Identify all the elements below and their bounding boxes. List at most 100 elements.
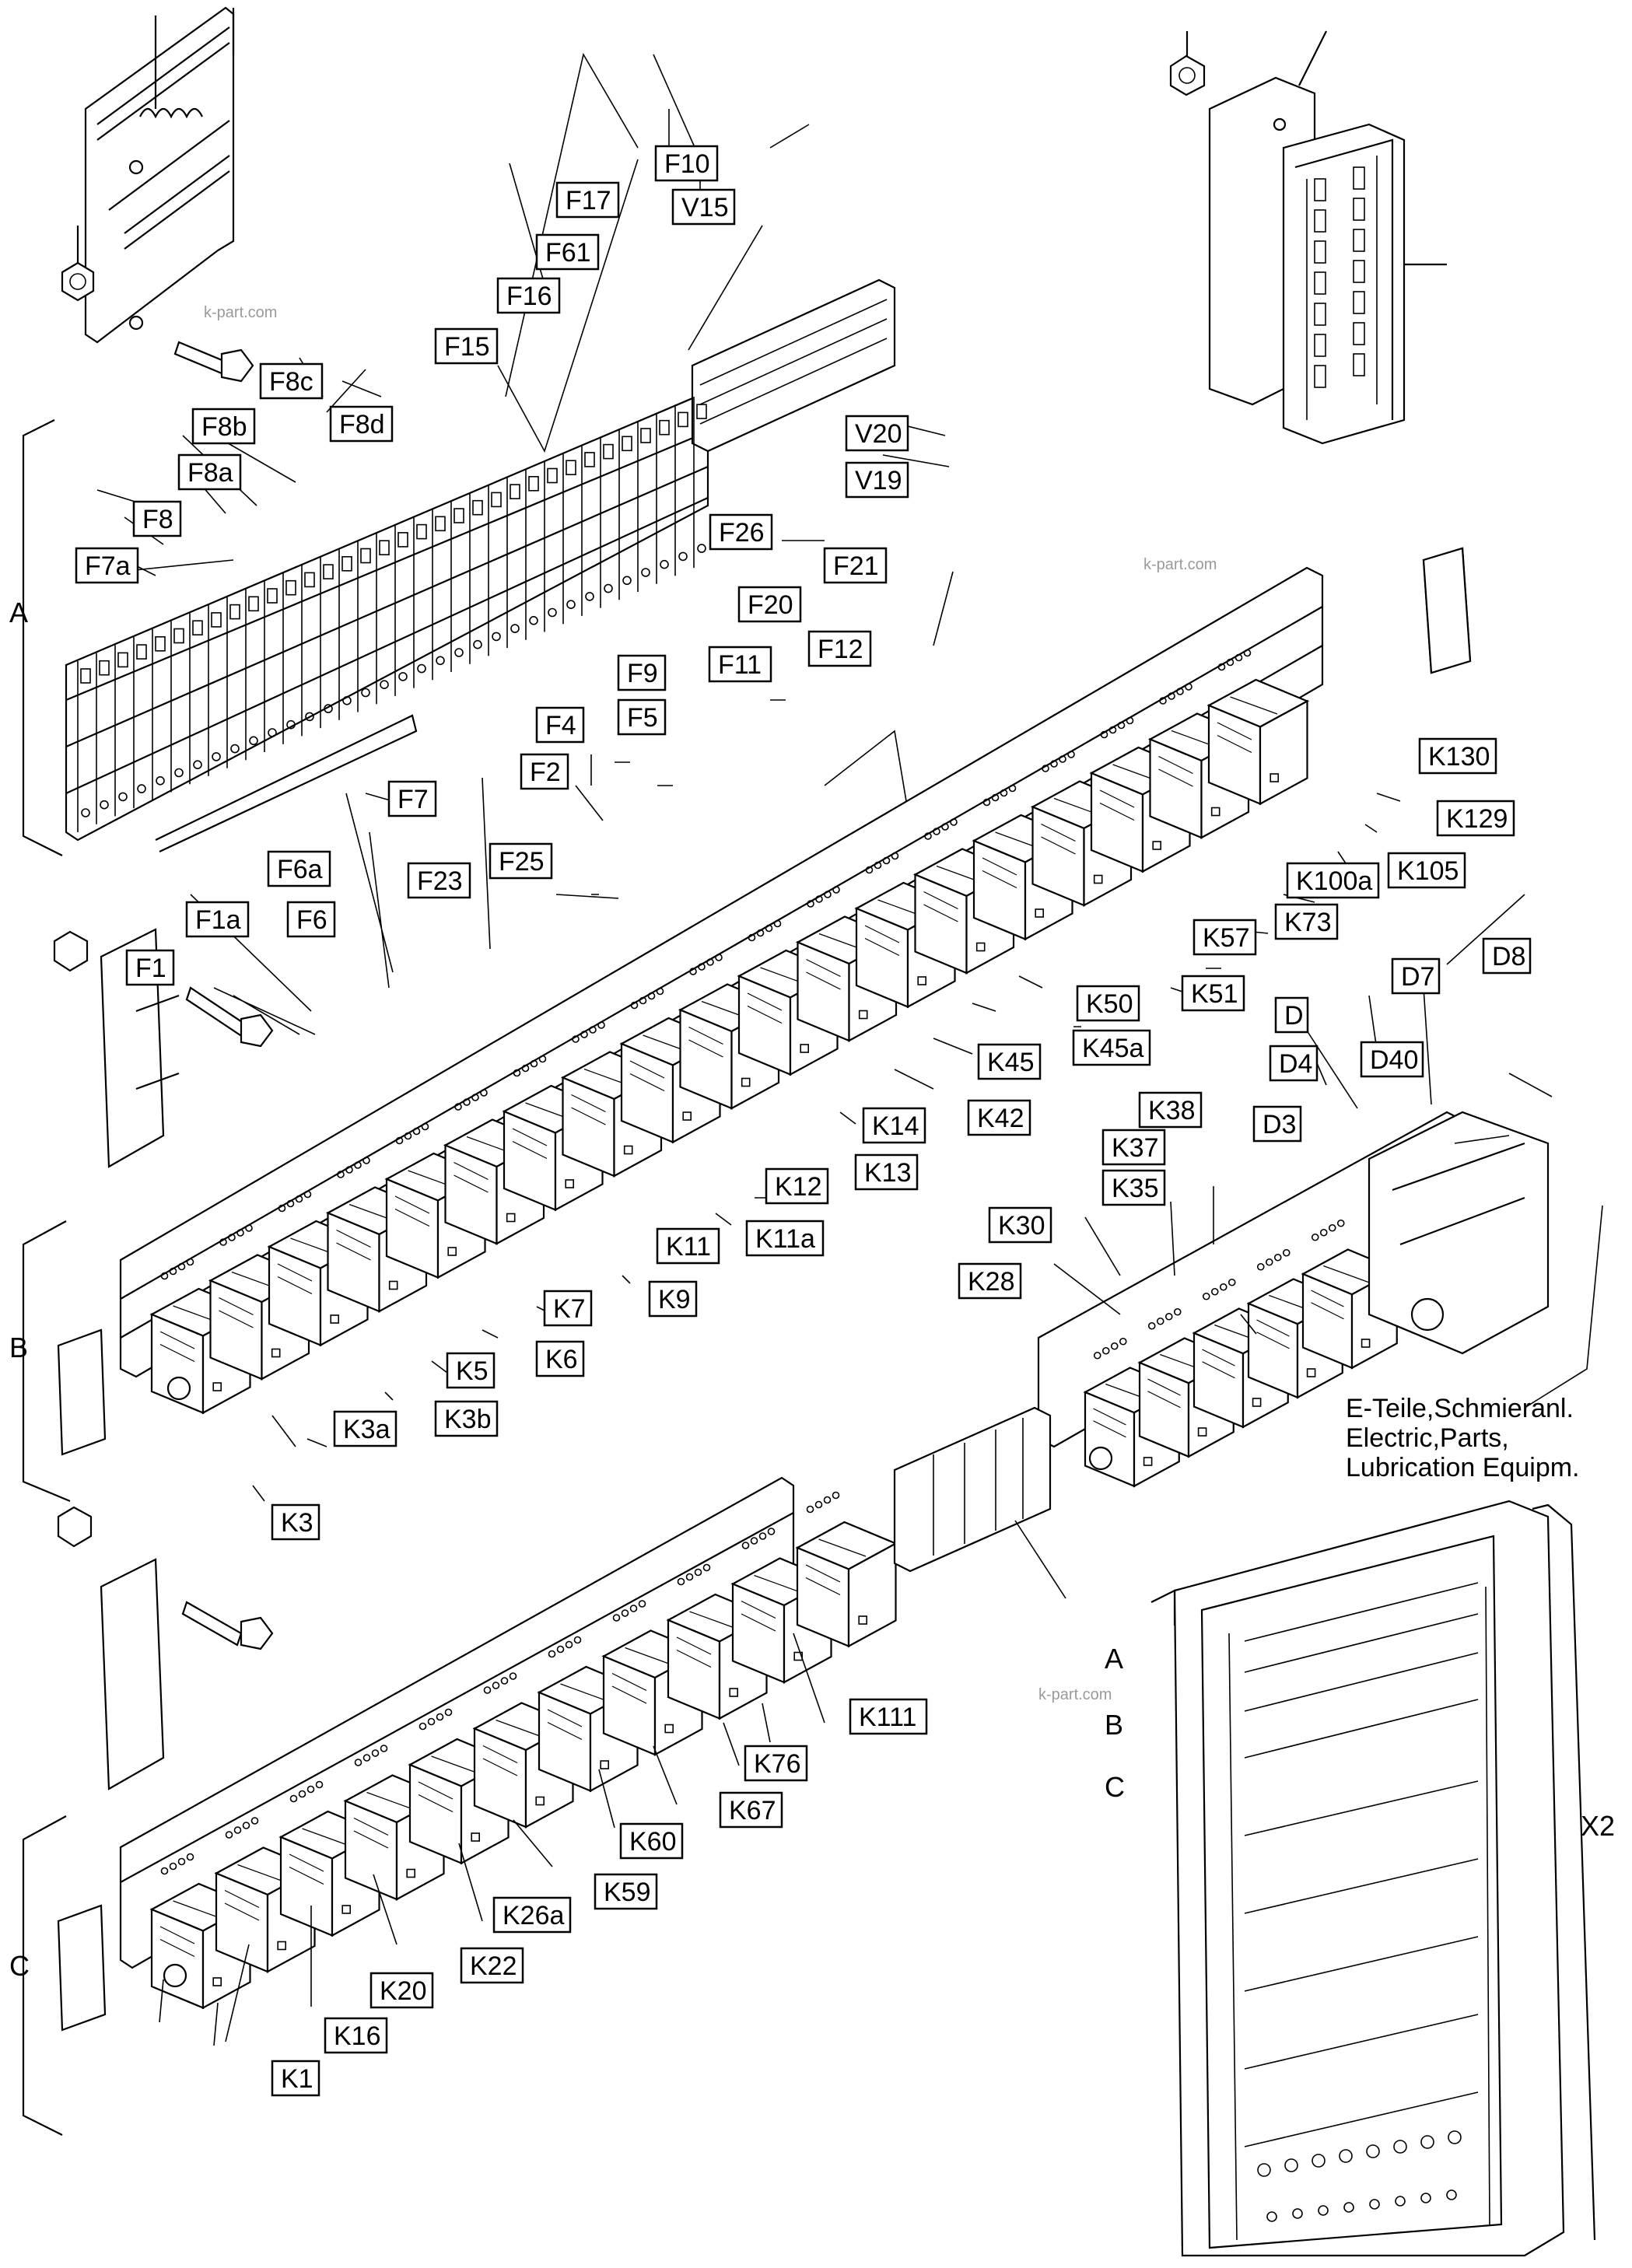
callout-f20: F20 (737, 586, 802, 623)
callout-k14: K14 (862, 1107, 926, 1144)
cabinet-label-b: B (1105, 1709, 1123, 1741)
callout-text: D (1284, 1001, 1304, 1031)
callout-text: V19 (855, 466, 902, 495)
mounting-rail-top: k-part.com (61, 6, 277, 383)
callout-text: K45a (1082, 1034, 1143, 1063)
callout-text: K73 (1284, 908, 1332, 937)
callout-k59: K59 (594, 1873, 658, 1910)
callout-text: F6 (296, 905, 327, 935)
callout-k50: K50 (1076, 985, 1140, 1022)
callout-k11: K11 (656, 1227, 720, 1265)
callout-text: K7 (553, 1294, 586, 1324)
callout-f61: F61 (535, 233, 600, 271)
callout-k7: K7 (543, 1290, 593, 1327)
callout-text: F20 (748, 590, 793, 620)
callout-k11a: K11a (745, 1220, 825, 1257)
callout-text: K16 (334, 2021, 381, 2051)
callout-text: K50 (1086, 989, 1133, 1019)
callout-k3a: K3a (333, 1410, 397, 1447)
callout-f12: F12 (807, 630, 872, 667)
callout-text: K59 (604, 1878, 651, 1907)
callout-text: K35 (1112, 1174, 1159, 1203)
callout-k22: K22 (460, 1947, 524, 1984)
callout-f25: F25 (489, 842, 553, 880)
callout-k130: K130 (1418, 737, 1497, 775)
callout-text: F4 (545, 711, 576, 740)
callout-text: K129 (1446, 804, 1508, 834)
callout-k3: K3 (271, 1503, 320, 1541)
callout-text: D7 (1401, 962, 1434, 992)
callout-text: F6a (277, 855, 323, 884)
callout-k42: K42 (967, 1099, 1031, 1136)
callout-text: F8d (339, 410, 385, 439)
mounting-bracket-c (57, 1506, 274, 1790)
callout-text: K57 (1203, 923, 1250, 953)
callout-text: D4 (1279, 1049, 1312, 1079)
callout-text: F23 (417, 866, 463, 896)
callout-f16: F16 (496, 277, 561, 314)
mounting-bracket-b (53, 928, 274, 1168)
callout-k3b: K3b (434, 1400, 499, 1437)
callout-text: K5 (456, 1356, 489, 1386)
callout-k1: K1 (271, 2060, 320, 2097)
callout-k45a: K45a (1072, 1029, 1151, 1066)
section-brackets (22, 419, 71, 2136)
callout-text: F1a (195, 905, 241, 935)
note-line-2: Electric,Parts, (1346, 1423, 1509, 1453)
callout-k100a: K100a (1286, 862, 1380, 899)
callout-text: K67 (729, 1796, 776, 1825)
relay-strip-c (57, 1476, 898, 2032)
callout-text: F2 (530, 758, 561, 787)
callout-f26: F26 (709, 513, 773, 551)
callout-text: K14 (872, 1111, 919, 1141)
callout-text: F61 (545, 238, 591, 268)
callout-f1: F1 (125, 949, 175, 986)
callout-f10: F10 (654, 145, 719, 182)
note-line-1: E-Teile,Schmieranl. (1346, 1394, 1574, 1423)
callout-k57: K57 (1192, 919, 1257, 956)
callout-text: K3b (444, 1405, 492, 1434)
callout-k67: K67 (719, 1791, 783, 1829)
callout-text: F9 (627, 659, 658, 688)
callout-text: K11 (666, 1232, 711, 1262)
section-label-c: C (9, 1950, 30, 1982)
callout-k105: K105 (1387, 852, 1466, 889)
callout-text: F25 (499, 847, 545, 877)
callout-k45: K45 (977, 1043, 1042, 1080)
callout-f8d: F8d (329, 405, 394, 443)
callout-text: K130 (1428, 742, 1490, 772)
callout-k6: K6 (535, 1340, 585, 1377)
callout-k26a: K26a (492, 1896, 572, 1934)
callout-text: F7 (397, 785, 429, 814)
fuse-strip-a (65, 278, 896, 852)
callout-k60: K60 (619, 1822, 684, 1860)
callout-k28: K28 (958, 1262, 1022, 1300)
callout-text: K45 (987, 1048, 1035, 1077)
callout-k13: K13 (854, 1153, 919, 1191)
callout-f23: F23 (407, 862, 471, 899)
callout-k20: K20 (369, 1972, 434, 2009)
callout-k37: K37 (1101, 1129, 1166, 1166)
callout-k16: K16 (324, 2017, 388, 2054)
callout-k5: K5 (446, 1352, 496, 1389)
callout-f6: F6 (286, 901, 336, 938)
callout-k76: K76 (744, 1745, 808, 1782)
callout-k12: K12 (765, 1167, 829, 1205)
callout-text: K26a (503, 1901, 564, 1930)
callout-text: K37 (1112, 1133, 1159, 1163)
callout-f15: F15 (434, 327, 499, 365)
callout-d8: D8 (1482, 937, 1532, 975)
callout-f2: F2 (520, 753, 569, 790)
callout-f8: F8 (132, 500, 182, 537)
callout-text: F17 (566, 186, 611, 215)
callout-k111: K111 (849, 1698, 928, 1735)
cabinet-label-x2: X2 (1581, 1810, 1615, 1842)
callout-f11: F11 (708, 646, 772, 683)
callout-f6a: F6a (267, 850, 331, 887)
callout-f21: F21 (823, 547, 888, 584)
callout-text: K111 (859, 1703, 916, 1732)
callout-text: F21 (833, 551, 879, 581)
